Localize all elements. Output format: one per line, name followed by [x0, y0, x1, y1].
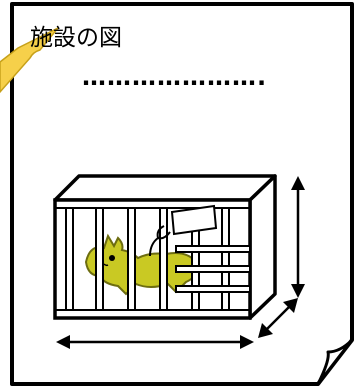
blank-fill-line: …………………. [82, 63, 268, 91]
height-arrow-icon [291, 176, 305, 298]
callout-pointer-icon [0, 27, 59, 94]
page-title: 施設の図 [30, 25, 122, 51]
water-bottle-icon [149, 204, 218, 257]
animal-icon [84, 233, 198, 296]
depth-arrow-icon [258, 298, 298, 338]
width-arrow-icon [56, 335, 254, 349]
folded-corner-icon [316, 338, 354, 386]
